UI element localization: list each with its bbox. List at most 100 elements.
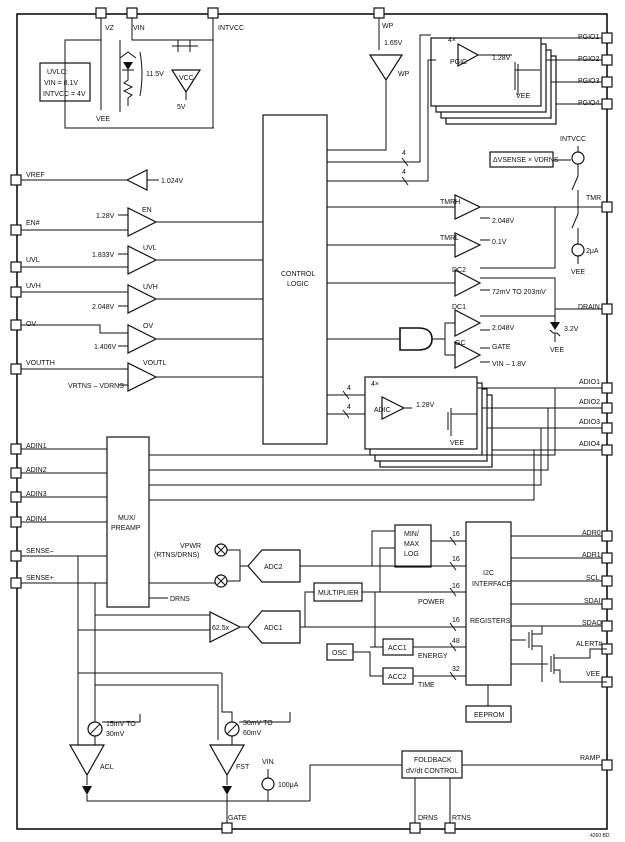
label-pgio2: PGIO2: [578, 56, 600, 63]
pin-gate: [221, 822, 233, 834]
current-100ua-icon: [261, 777, 275, 791]
pin-uvh: [10, 286, 22, 298]
label-bus-16d: 16: [452, 617, 460, 624]
label-adic: ADIC: [374, 407, 391, 414]
label-adio-ref: 1.28V: [416, 402, 435, 409]
label-acc1: ACC1: [388, 645, 407, 652]
wire-vz-loop: [64, 18, 214, 129]
label-intvcc-right: INTVCC: [560, 136, 586, 143]
label-dc2: DC2: [452, 267, 466, 274]
i2c-registers-block: [465, 521, 512, 686]
label-adio-bus-a: 4: [347, 385, 351, 392]
label-pin-en: EN#: [26, 220, 40, 227]
pin-vref: [10, 174, 22, 186]
label-time: TIME: [418, 682, 435, 689]
zener-diode-icon: [123, 62, 133, 70]
i2c-line3: REGISTERS: [470, 618, 511, 625]
resistor-icon: [122, 70, 134, 106]
label-pin-uvl: UVL: [26, 257, 40, 264]
minmax-line3: LOG: [404, 551, 419, 558]
label-gc-ref: VIN – 1.8V: [492, 361, 526, 368]
fst-amp: [208, 744, 246, 777]
label-rtns: RTNS: [452, 815, 471, 822]
label-100ua: 100μA: [278, 782, 299, 789]
pin-pgio3: [601, 76, 613, 88]
comp-en: [127, 207, 158, 237]
minmax-line2: MAX: [404, 541, 420, 548]
label-adr0: ADR0: [582, 530, 601, 537]
pin-pgio2: [601, 54, 613, 66]
label-acl: ACL: [100, 764, 114, 771]
label-comp-en: EN: [142, 207, 152, 214]
wp-amp: [368, 54, 404, 82]
pgio-section: 4× 1.28V PGIC VEE PGIO1 PGIO2 PGIO3 PGIO…: [430, 32, 613, 125]
label-vee-right: VEE: [586, 671, 600, 678]
label-gate: GATE: [228, 815, 247, 822]
label-voutl-ref: VRTNS – VDRNS: [68, 383, 124, 390]
label-dc1-ref: 2.048V: [492, 325, 515, 332]
pin-sense-minus: [10, 550, 22, 562]
mosfet-icon: [172, 40, 198, 52]
left-comparators: EN# 1.28V EN UVL 1.833V UVL UVH 2.048V U…: [10, 207, 263, 392]
pin-uvl: [10, 261, 22, 273]
label-pgio-ref: 1.28V: [492, 55, 511, 62]
label-comp-ov: OV: [143, 323, 153, 330]
acl-amp: [68, 744, 106, 777]
pgic-block: [430, 37, 542, 107]
pin-adio4: [601, 444, 613, 456]
label-tmrh-ref: 2.048V: [492, 218, 515, 225]
label-vz: VZ: [105, 25, 115, 32]
adin-section: ADIN1 ADIN2 ADIN3 ADIN4 SENSE– SENSE+ MU…: [10, 388, 556, 608]
wire-wp-out: [327, 80, 387, 151]
label-tmrh: TMRH: [440, 199, 460, 206]
label-tmr: TMR: [586, 195, 601, 202]
label-adin4: ADIN4: [26, 516, 47, 523]
pin-adr0: [601, 530, 613, 542]
label-dc2-ref: 72mV TO 203mV: [492, 289, 546, 296]
label-sdai: SDAI: [584, 598, 600, 605]
label-ramp: RAMP: [580, 755, 601, 762]
label-uvl-ref: 1.833V: [92, 252, 115, 259]
label-wp-top: WP: [382, 23, 394, 30]
vpwr-line1: VPWR: [180, 543, 201, 550]
pin-adin3: [10, 491, 22, 503]
pin-vz: [95, 7, 107, 19]
label-mux-drns: DRNS: [170, 596, 190, 603]
label-adin1: ADIN1: [26, 443, 47, 450]
label-comp-uvh: UVH: [143, 284, 158, 291]
pin-drns: [409, 822, 421, 834]
mux-preamp-block: [106, 436, 150, 608]
pin-voutth: [10, 363, 22, 375]
label-power: POWER: [418, 599, 444, 606]
label-vee-top: VEE: [96, 116, 110, 123]
and-gate-icon: [399, 327, 433, 351]
uvlo-line3: INTVCC = 4V: [43, 91, 86, 98]
control-logic-line2: LOGIC: [287, 281, 309, 288]
pin-tmr: [601, 201, 613, 213]
pin-intvcc-top: [207, 7, 219, 19]
label-adio3: ADIO3: [579, 419, 600, 426]
foldback-block: [401, 750, 463, 779]
pin-sense-plus: [10, 577, 22, 589]
fst-diode-icon: [222, 786, 232, 795]
label-tmrl: TMRL: [440, 235, 459, 242]
foldback-line2: dV/dt CONTROL: [406, 768, 459, 775]
label-vref: VREF: [26, 172, 45, 179]
pin-sdao: [601, 620, 613, 632]
pin-adin4: [10, 516, 22, 528]
label-ov-ref: 1.406V: [94, 344, 117, 351]
label-bus-48: 48: [452, 638, 460, 645]
label-vcc: VCC: [179, 75, 194, 82]
pin-vin-top: [126, 7, 138, 19]
pin-drain: [601, 303, 613, 315]
label-wp-ref: 1.65V: [384, 40, 403, 47]
label-adc1: ADC1: [264, 625, 283, 632]
pin-adio1: [601, 382, 613, 394]
label-adin2: ADIN2: [26, 467, 47, 474]
label-drns: DRNS: [418, 815, 438, 822]
pin-sdai: [601, 598, 613, 610]
pin-ramp: [601, 759, 613, 771]
wire-pgio-bus: [327, 34, 436, 182]
timer-section: TMRH TMRL 2.048V 0.1V TMR 2μA VEE: [327, 194, 613, 276]
pin-adio3: [601, 422, 613, 434]
